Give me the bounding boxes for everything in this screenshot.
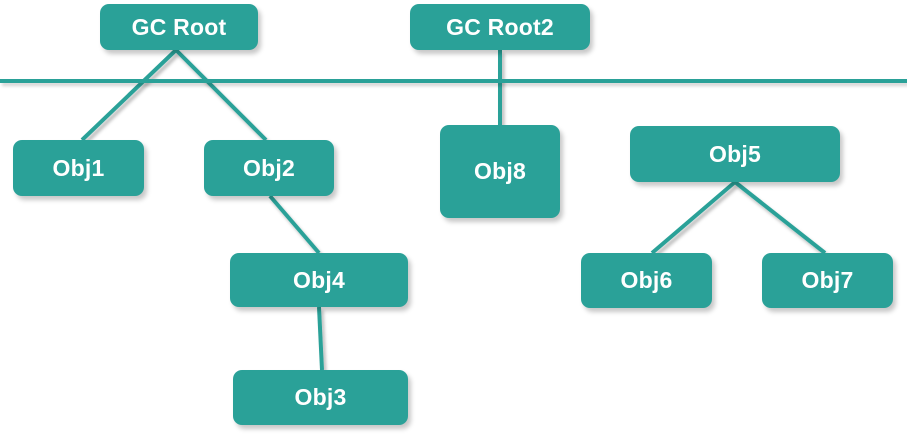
node-gcroot[interactable]: GC Root	[100, 4, 258, 50]
node-obj6[interactable]: Obj6	[581, 253, 712, 308]
edge-obj4-obj3	[317, 306, 324, 371]
edge-obj5-obj6	[650, 180, 737, 255]
edge-obj5-obj7	[733, 180, 827, 255]
node-obj6-label: Obj6	[620, 267, 673, 293]
edge-obj2-obj4	[268, 194, 321, 255]
node-obj4-label: Obj4	[293, 266, 345, 293]
heap-boundary-divider	[0, 79, 907, 83]
node-obj3[interactable]: Obj3	[233, 370, 408, 425]
node-gcroot-label: GC Root	[131, 13, 227, 40]
edge-gcroot-obj1	[80, 48, 178, 142]
node-obj4[interactable]: Obj4	[230, 253, 408, 307]
node-obj1-label: Obj1	[52, 154, 105, 181]
node-obj2-label: Obj2	[243, 154, 295, 181]
edge-gcroot-obj2	[174, 48, 268, 142]
node-obj2[interactable]: Obj2	[204, 140, 334, 196]
node-obj3-label: Obj3	[294, 384, 347, 410]
node-obj5-label: Obj5	[709, 140, 761, 167]
node-gcroot2[interactable]: GC Root2	[410, 4, 590, 50]
node-obj7[interactable]: Obj7	[762, 253, 893, 308]
node-obj8[interactable]: Obj8	[440, 125, 560, 218]
node-obj5[interactable]: Obj5	[630, 126, 840, 182]
node-gcroot2-label: GC Root2	[446, 13, 554, 40]
node-obj7-label: Obj7	[801, 267, 854, 293]
node-obj1[interactable]: Obj1	[13, 140, 144, 196]
node-obj8-label: Obj8	[474, 158, 526, 184]
